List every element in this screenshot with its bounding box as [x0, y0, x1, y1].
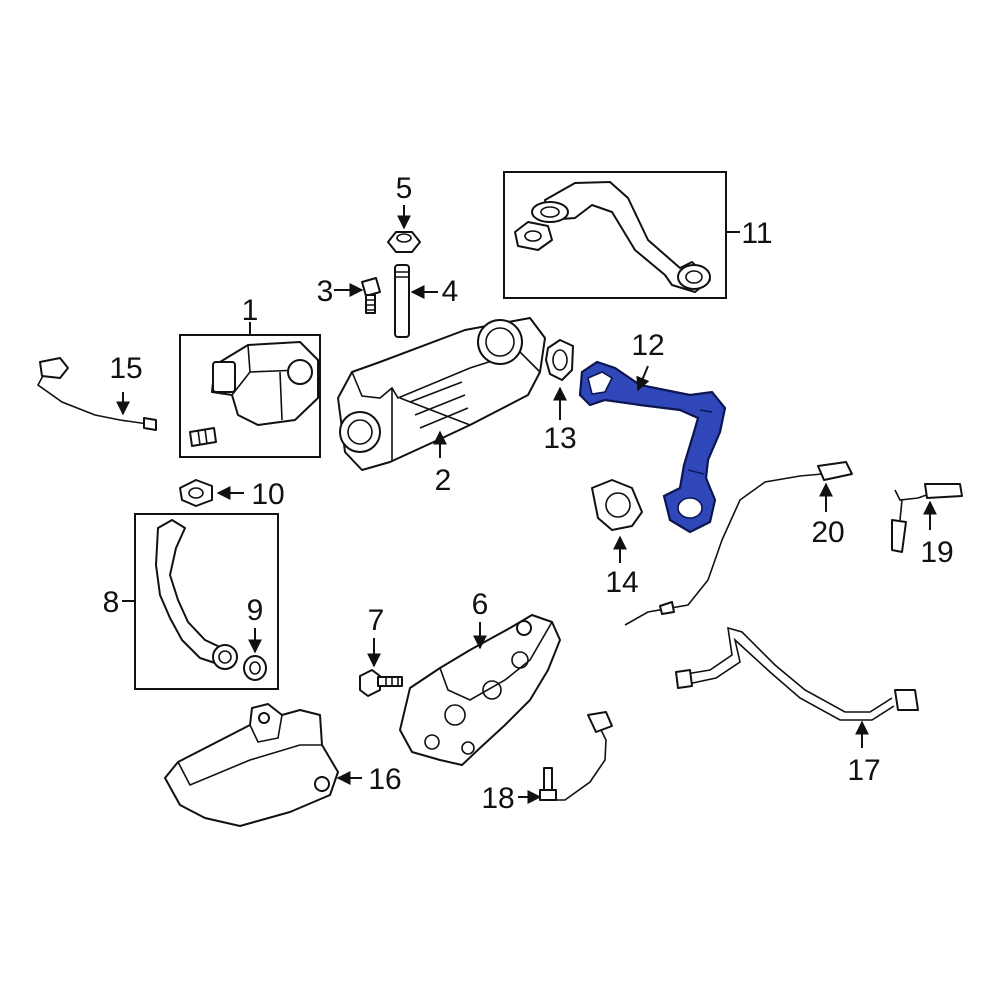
callout-20: 20: [811, 516, 844, 549]
part-13-gasket: [545, 339, 574, 381]
callout-3: 3: [317, 275, 334, 308]
callout-18: 18: [481, 782, 514, 815]
callout-1: 1: [242, 294, 259, 327]
part-7-bolt: [359, 669, 403, 697]
part-9-o-ring: [243, 655, 267, 681]
callout-17: 17: [847, 754, 880, 787]
part-20-sensor-wire: [624, 461, 853, 626]
part-15-sensor: [36, 357, 157, 431]
part-17-sensor-tube: [675, 626, 919, 721]
callout-4: 4: [442, 275, 459, 308]
callout-13: 13: [543, 422, 576, 455]
part-12-egr-pipe-highlighted: [578, 360, 727, 534]
part-19-sensor: [891, 483, 963, 553]
callout-5: 5: [396, 172, 413, 205]
callout-2: 2: [435, 464, 452, 497]
part-1-egr-valve: [179, 334, 321, 458]
part-14-gasket: [591, 479, 643, 531]
part-1-box: [179, 334, 321, 458]
callout-14: 14: [605, 566, 638, 599]
part-3-bolt: [361, 277, 381, 314]
part-6-bracket: [399, 614, 561, 766]
part-18-sensor: [539, 711, 613, 801]
callout-19: 19: [920, 536, 953, 569]
callout-10: 10: [251, 478, 284, 511]
callout-15: 15: [109, 352, 142, 385]
callout-6: 6: [472, 588, 489, 621]
callout-9: 9: [247, 594, 264, 627]
part-5-nut: [387, 231, 421, 253]
callout-16: 16: [368, 763, 401, 796]
part-10-gasket: [179, 479, 213, 507]
part-11-pipe-assembly: [503, 171, 727, 299]
part-4-stud: [394, 264, 410, 338]
callout-7: 7: [368, 604, 385, 637]
callout-12: 12: [631, 329, 664, 362]
part-16-heat-shield: [164, 703, 339, 827]
callout-11: 11: [741, 217, 772, 250]
part-2-egr-cooler: [337, 317, 546, 471]
callout-8: 8: [103, 586, 120, 619]
part-11-box: [503, 171, 727, 299]
